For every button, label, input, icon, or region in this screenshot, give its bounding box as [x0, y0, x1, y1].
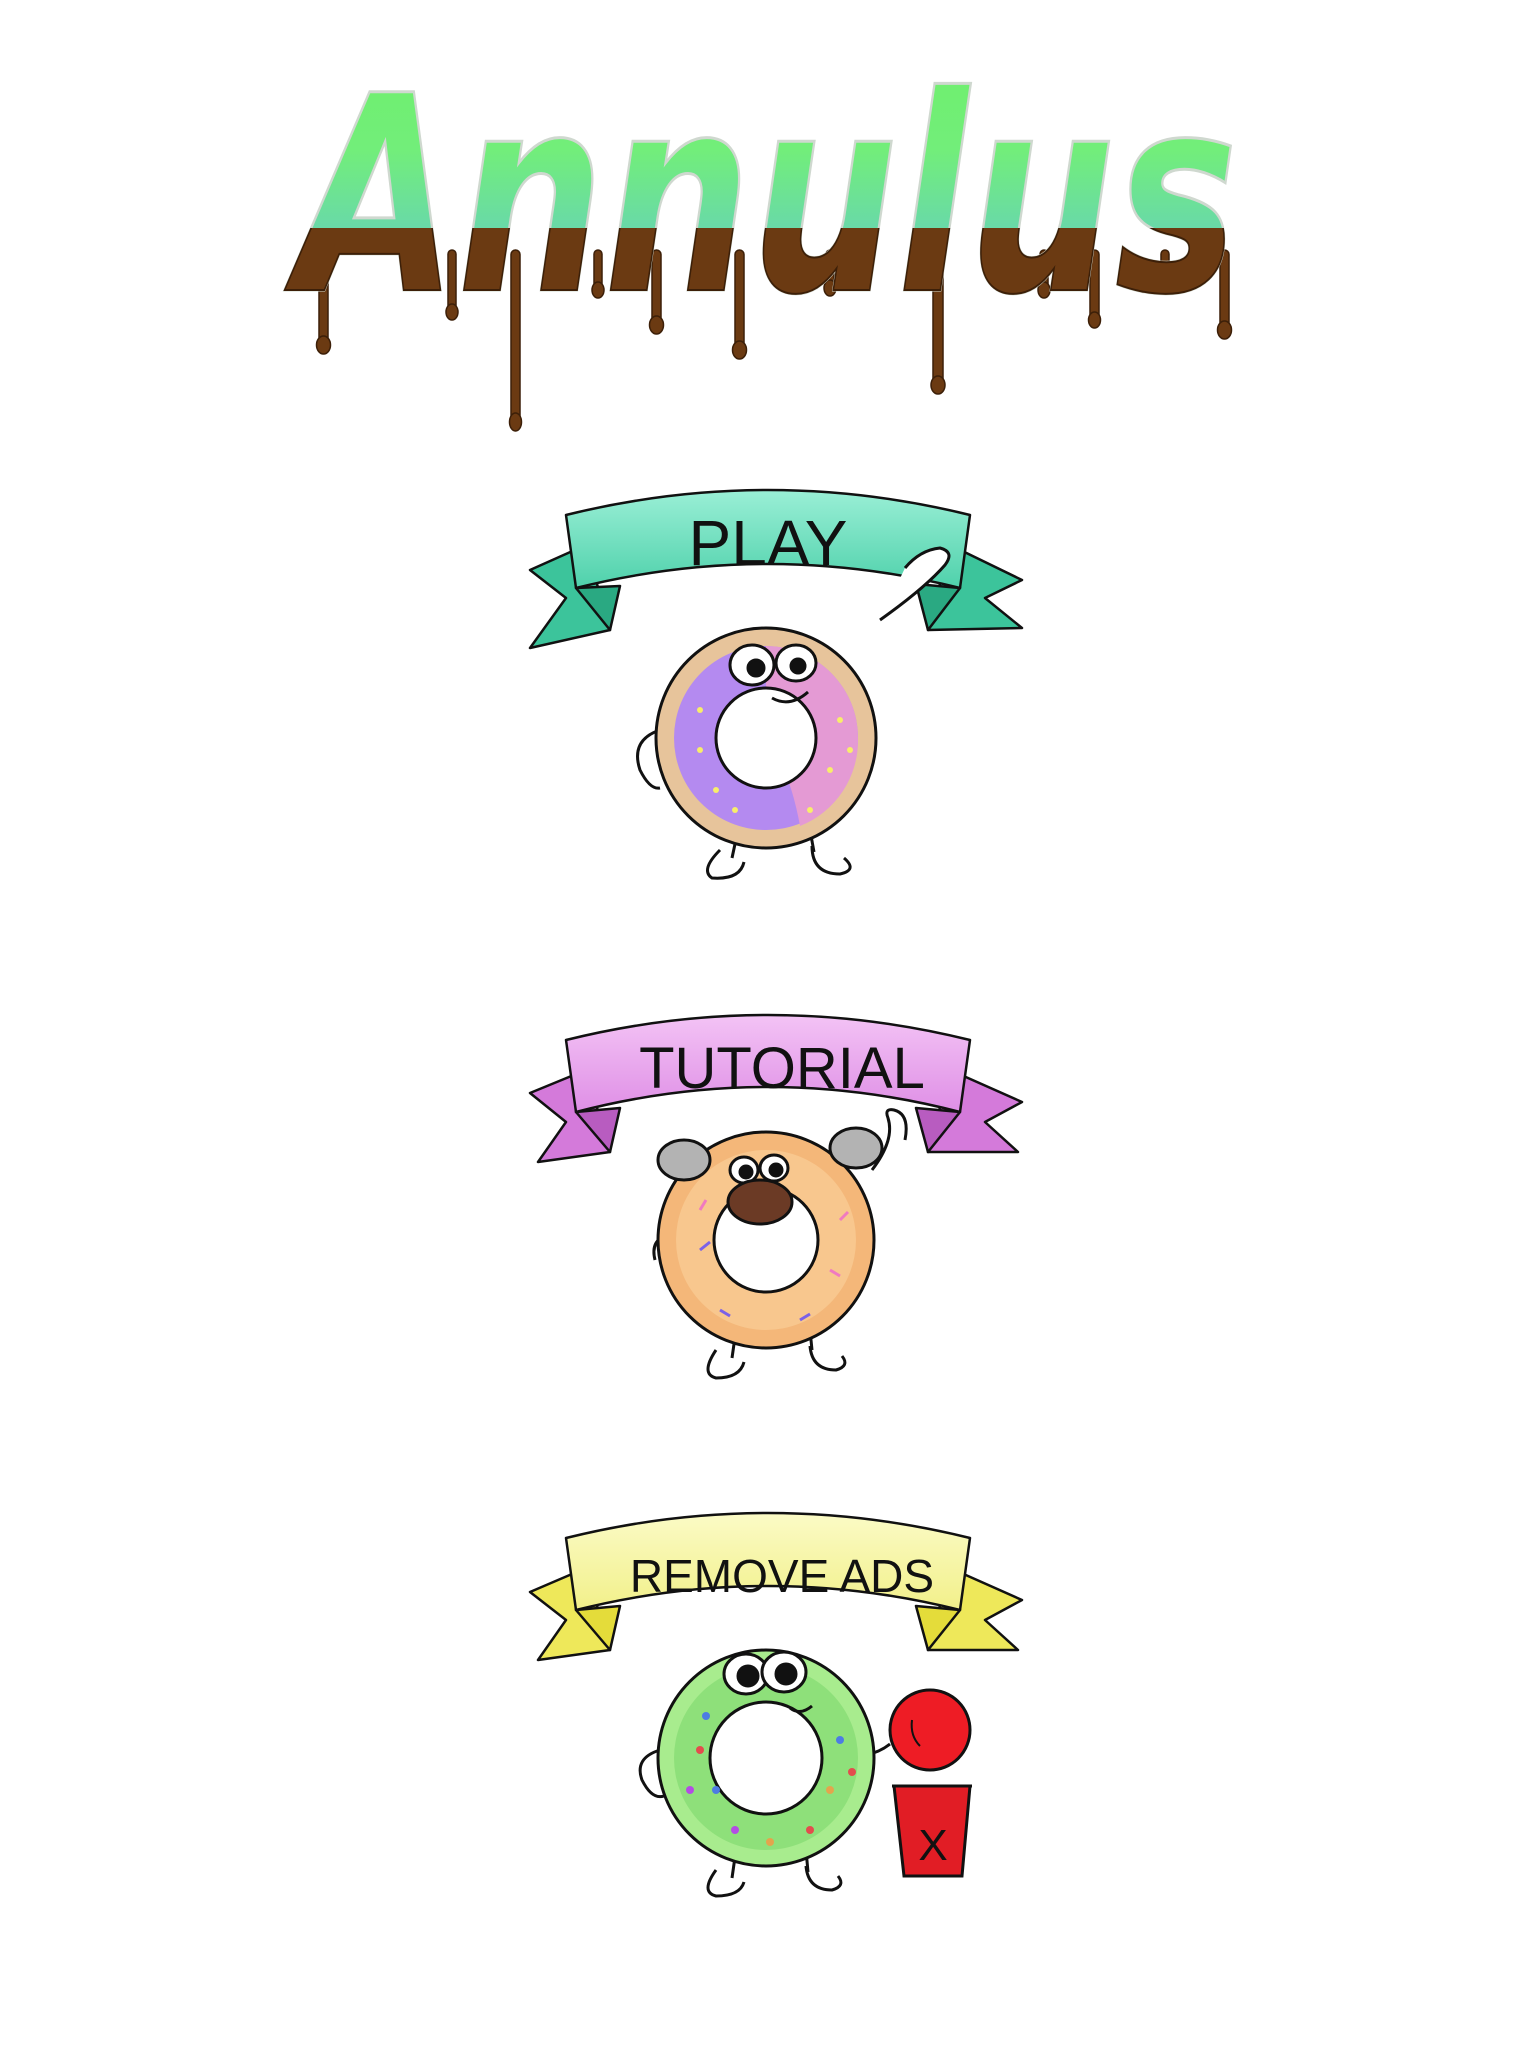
tutorial-donut-character	[652, 1108, 908, 1380]
no-ads-mark: X	[918, 1821, 947, 1870]
tutorial-label: TUTORIAL	[639, 1036, 925, 1101]
title-text: Annulus	[282, 39, 1238, 355]
title-art: Annulus Annulus	[280, 38, 1239, 432]
title-text-chocolate: Annulus	[282, 39, 1238, 355]
play-button[interactable]: PLAY	[0, 470, 1536, 910]
remove-ads-donut-character	[638, 1648, 972, 1898]
play-donut-character	[636, 546, 951, 880]
remove-ads-art: X REMOVE ADS	[528, 1511, 1024, 1898]
remove-ads-label: REMOVE ADS	[630, 1550, 934, 1602]
remove-ads-button[interactable]: X REMOVE ADS	[0, 1490, 1536, 1930]
play-art: PLAY	[528, 488, 1024, 880]
play-ribbon	[528, 488, 1024, 650]
tutorial-art: TUTORIAL	[528, 1013, 1024, 1380]
tutorial-ribbon	[528, 1013, 1024, 1164]
play-label: PLAY	[689, 507, 848, 579]
chocolate-drips	[315, 249, 1233, 432]
remove-ads-ribbon	[528, 1511, 1024, 1662]
red-ball-icon	[888, 1688, 972, 1772]
game-title: Annulus Annulus	[0, 0, 1536, 460]
tutorial-button[interactable]: TUTORIAL	[0, 990, 1536, 1410]
